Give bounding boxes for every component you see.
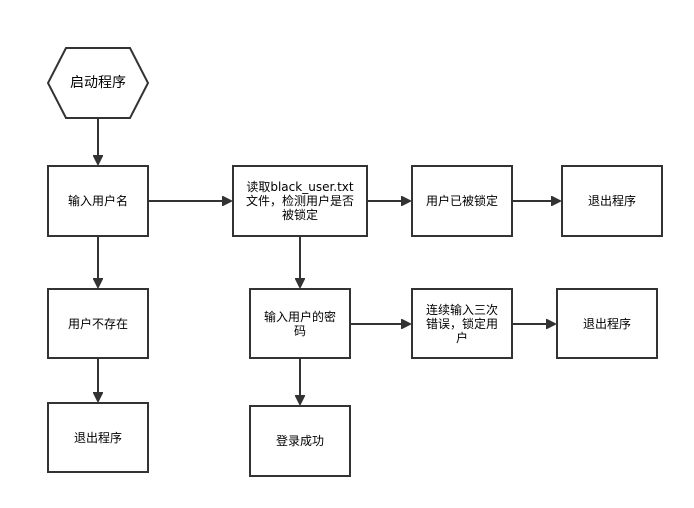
exit-not-exist-text: 退出程序 — [73, 430, 122, 445]
three-errors-label: 连续输入三次错误，锁定用户 — [412, 289, 512, 358]
exit-not-exist-box — [47, 402, 149, 473]
start-label: 启动程序 — [48, 48, 148, 118]
read-blacklist-text: 读取black_user.txt文件，检测用户是否被锁定 — [245, 180, 354, 222]
read-blacklist-label: 读取black_user.txt文件，检测用户是否被锁定 — [233, 166, 367, 236]
user-not-exist-text: 用户不存在 — [67, 316, 128, 331]
three-errors-box — [411, 288, 513, 359]
input-username-label: 输入用户名 — [48, 166, 148, 236]
exit-errors-box — [556, 288, 658, 359]
start-hexagon — [46, 47, 150, 119]
read-blacklist-box — [232, 165, 368, 237]
user-not-exist-box — [47, 288, 149, 359]
input-username-text: 输入用户名 — [67, 194, 128, 208]
input-username-box — [47, 165, 149, 237]
start-text: 启动程序 — [70, 75, 126, 91]
input-password-label: 输入用户的密码 — [250, 289, 350, 358]
exit-locked-box — [561, 165, 663, 237]
exit-locked-label: 退出程序 — [562, 166, 662, 236]
login-success-label: 登录成功 — [250, 406, 350, 476]
input-password-text: 输入用户的密码 — [263, 309, 336, 338]
login-success-text: 登录成功 — [275, 434, 324, 448]
user-locked-box — [411, 165, 513, 237]
login-success-box — [249, 405, 351, 477]
three-errors-text: 连续输入三次错误，锁定用户 — [425, 302, 498, 345]
exit-not-exist-label: 退出程序 — [48, 403, 148, 472]
user-locked-text: 用户已被锁定 — [425, 194, 498, 208]
exit-locked-text: 退出程序 — [587, 194, 636, 208]
input-password-box — [249, 288, 351, 359]
exit-errors-label: 退出程序 — [557, 289, 657, 358]
exit-errors-text: 退出程序 — [582, 316, 631, 331]
user-not-exist-label: 用户不存在 — [48, 289, 148, 358]
user-locked-label: 用户已被锁定 — [412, 166, 512, 236]
